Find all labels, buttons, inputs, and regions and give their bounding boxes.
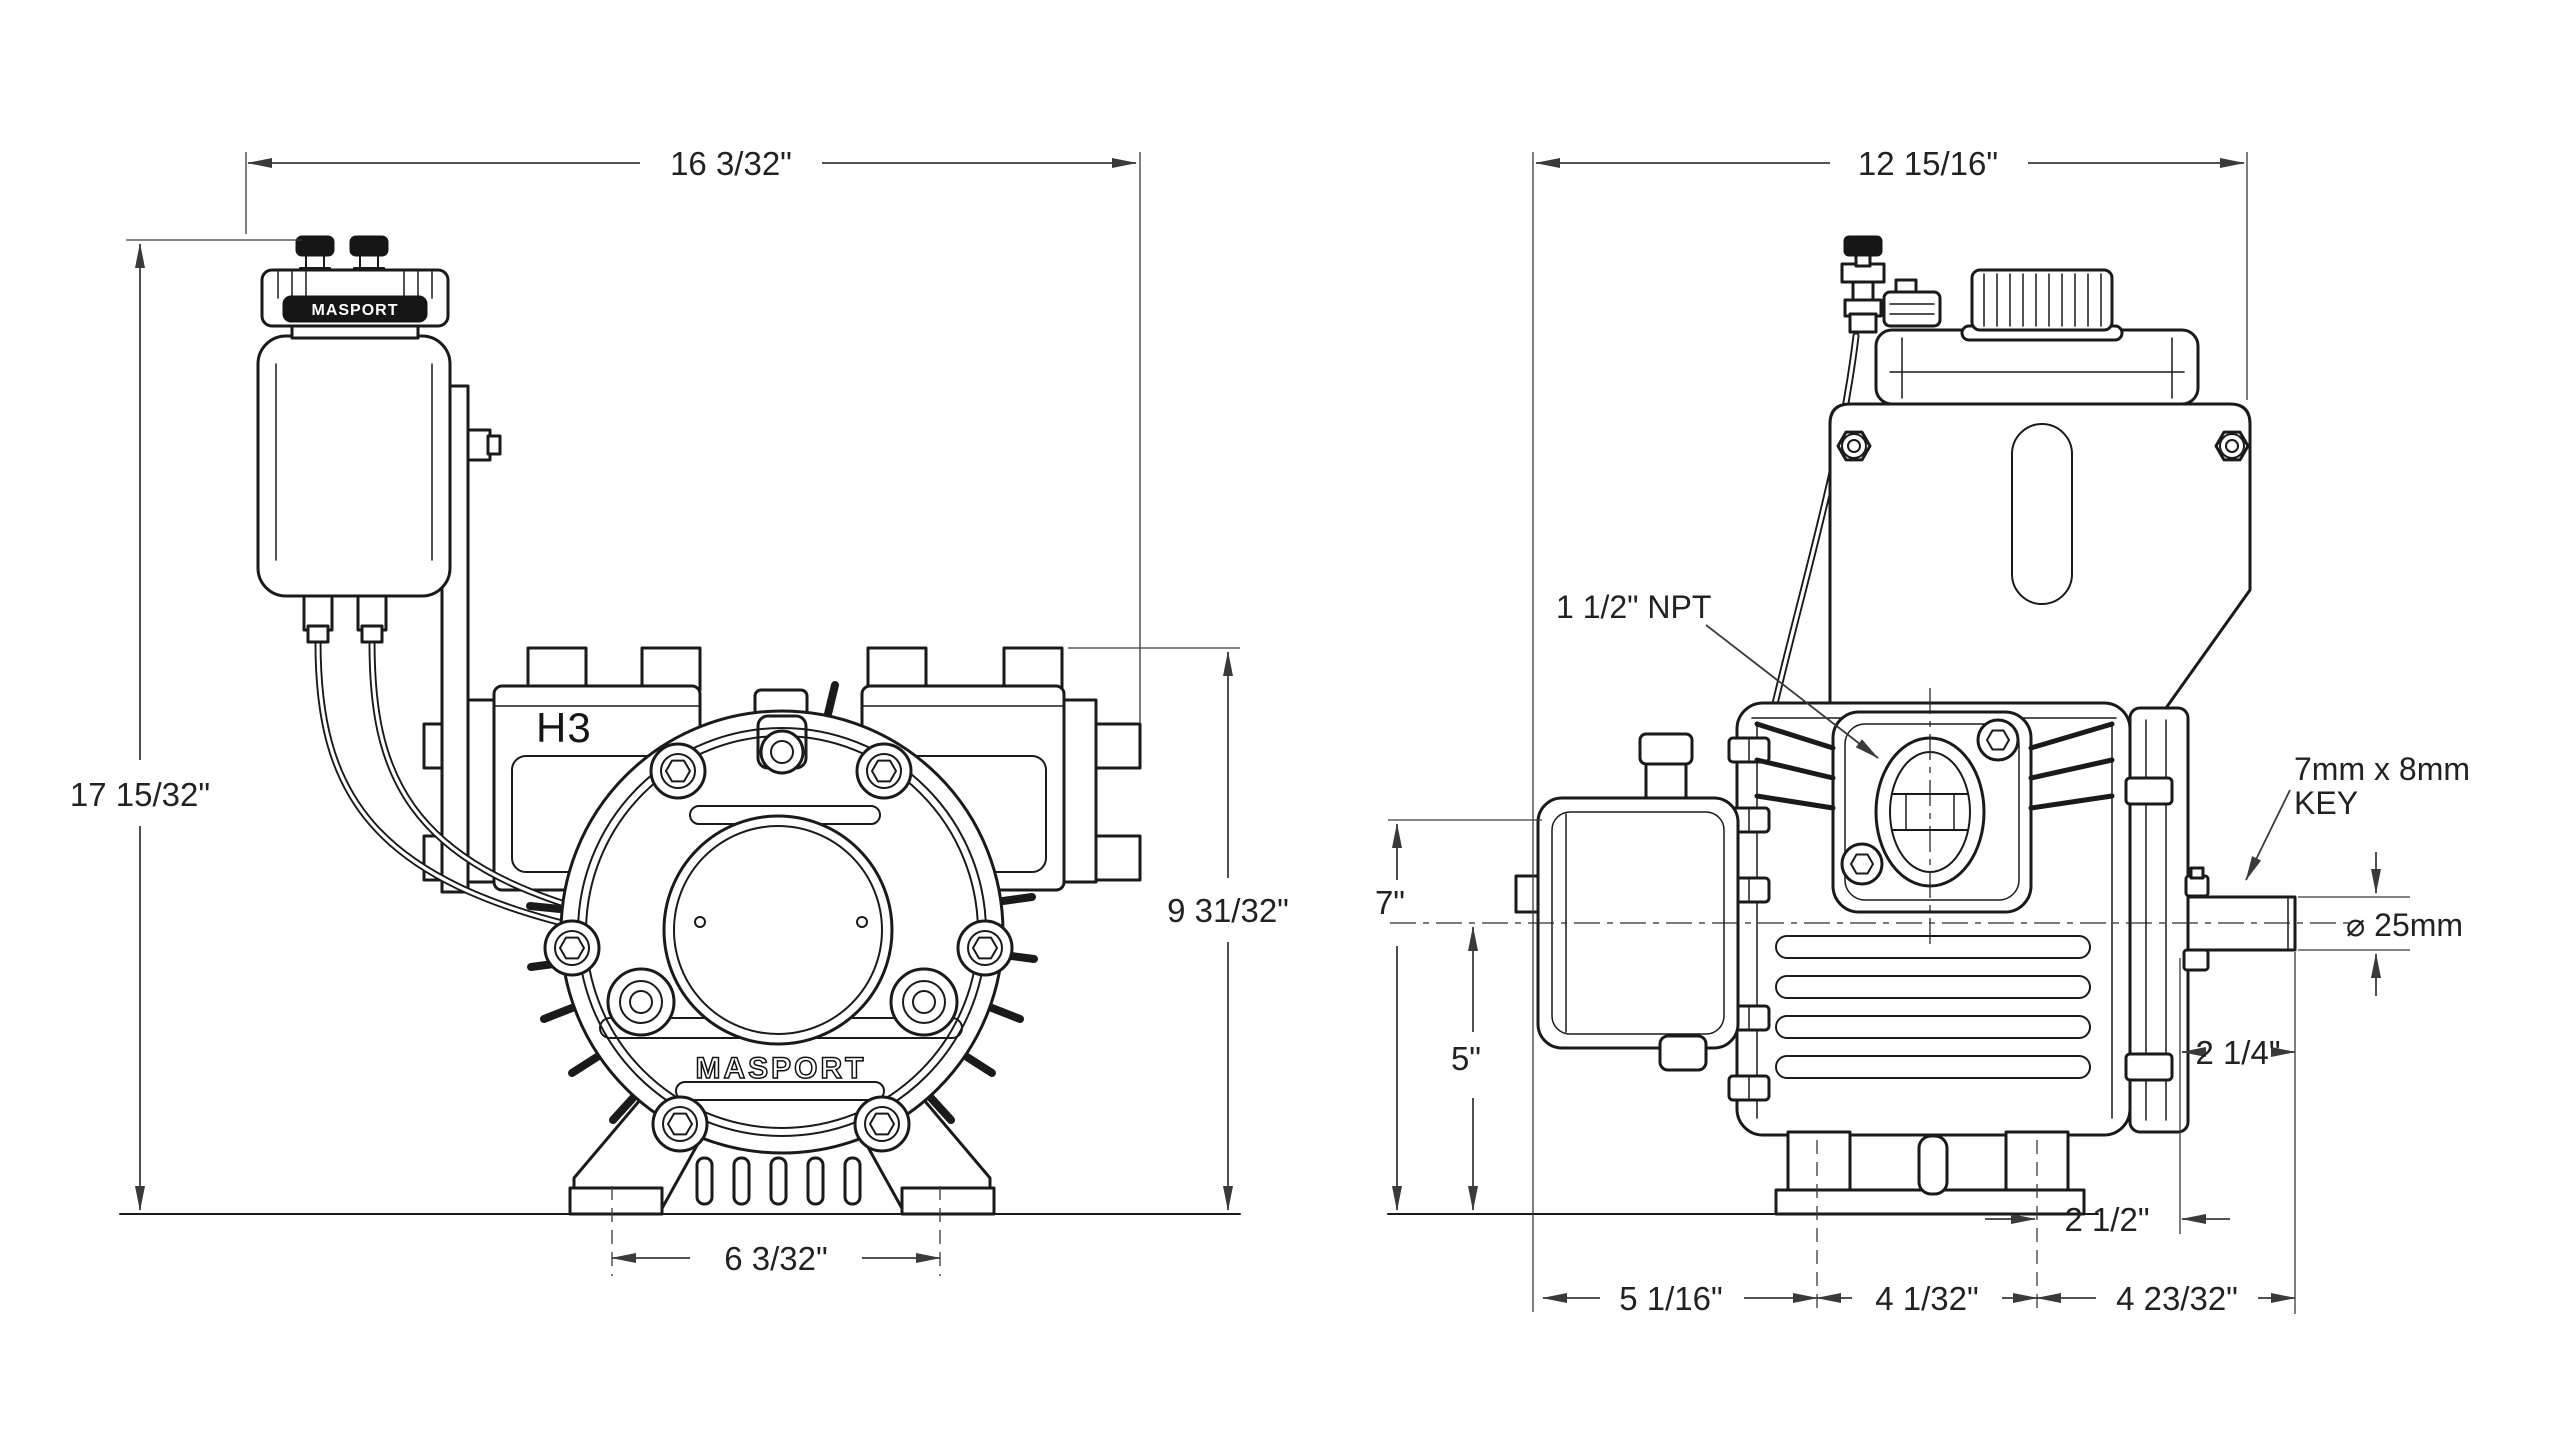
- oil-tubes: [314, 638, 612, 942]
- dimensions: 16 3/32" 17 15/32" 9 31/32" 6 3/32": [70, 145, 2470, 1317]
- dim-front-foot-centers: 6 3/32": [610, 1186, 942, 1277]
- mounting-plate: [1828, 402, 2252, 724]
- shaft-diameter-label: ⌀ 25mm: [2346, 907, 2463, 943]
- oiler-cap-band: [282, 295, 428, 323]
- filler-cap: [1970, 268, 2114, 332]
- dim-text: 16 3/32": [670, 145, 792, 182]
- dim-text: 6 3/32": [724, 1240, 827, 1277]
- dim-front-overall-height: 17 15/32": [70, 239, 302, 1212]
- dim-shaft-diameter: ⌀ 25mm: [2298, 852, 2463, 996]
- npt-port: [1754, 688, 2115, 948]
- dim-side-bottom-chain: 5 1/16" 4 1/32" 4 23/32": [1541, 952, 2297, 1317]
- dim-text: 4 1/32": [1875, 1280, 1978, 1317]
- dim-text: 9 31/32": [1167, 892, 1289, 929]
- dim-text: 2 1/2": [2064, 1201, 2149, 1238]
- oil-valve: [1840, 235, 1942, 334]
- label-shaft-key: 7mm x 8mm KEY: [2245, 751, 2470, 881]
- key-label-line1: 7mm x 8mm: [2294, 751, 2470, 787]
- oiler-cap-label: MASPORT: [312, 302, 399, 319]
- dim-side-shaft-overhang: 2 1/4": [2180, 1034, 2297, 1071]
- oiler-bottle: MASPORT: [256, 235, 452, 644]
- key-label-line2: KEY: [2294, 785, 2358, 821]
- label-npt-port: 1 1/2" NPT: [1556, 589, 1879, 759]
- dim-text: 2 1/4": [2195, 1034, 2280, 1071]
- dim-front-body-height: 9 31/32": [1068, 647, 1289, 1212]
- dim-side-rear-overhang: 2 1/2": [1985, 958, 2230, 1238]
- dim-text: 17 15/32": [70, 776, 210, 813]
- dim-text: 4 23/32": [2116, 1280, 2238, 1317]
- dim-text: 7": [1375, 884, 1405, 921]
- front-view: H3: [256, 235, 1142, 1216]
- dim-text: 5 1/16": [1619, 1280, 1722, 1317]
- cylinder-head: [1514, 732, 1740, 1072]
- pump-housing: MASPORT: [543, 709, 1014, 1206]
- dim-side-overall-width: 12 15/16": [1532, 145, 2248, 1312]
- dim-text: 5": [1451, 1040, 1481, 1077]
- face-brand-label: MASPORT: [696, 1052, 867, 1085]
- side-feet: [1774, 1130, 2086, 1216]
- dim-side-top-height: 7": [1375, 819, 1542, 1212]
- dim-side-centerline-height: 5": [1451, 925, 1481, 1212]
- model-label: H3: [536, 704, 592, 751]
- side-view: [1390, 235, 2350, 1216]
- bearing-housing: [2124, 706, 2190, 1134]
- dim-front-overall-width: 16 3/32": [245, 145, 1141, 724]
- drive-shaft: [2182, 866, 2297, 972]
- npt-port-label: 1 1/2" NPT: [1556, 589, 1711, 625]
- oil-tank: [1762, 235, 2200, 746]
- dim-text: 12 15/16": [1858, 145, 1998, 182]
